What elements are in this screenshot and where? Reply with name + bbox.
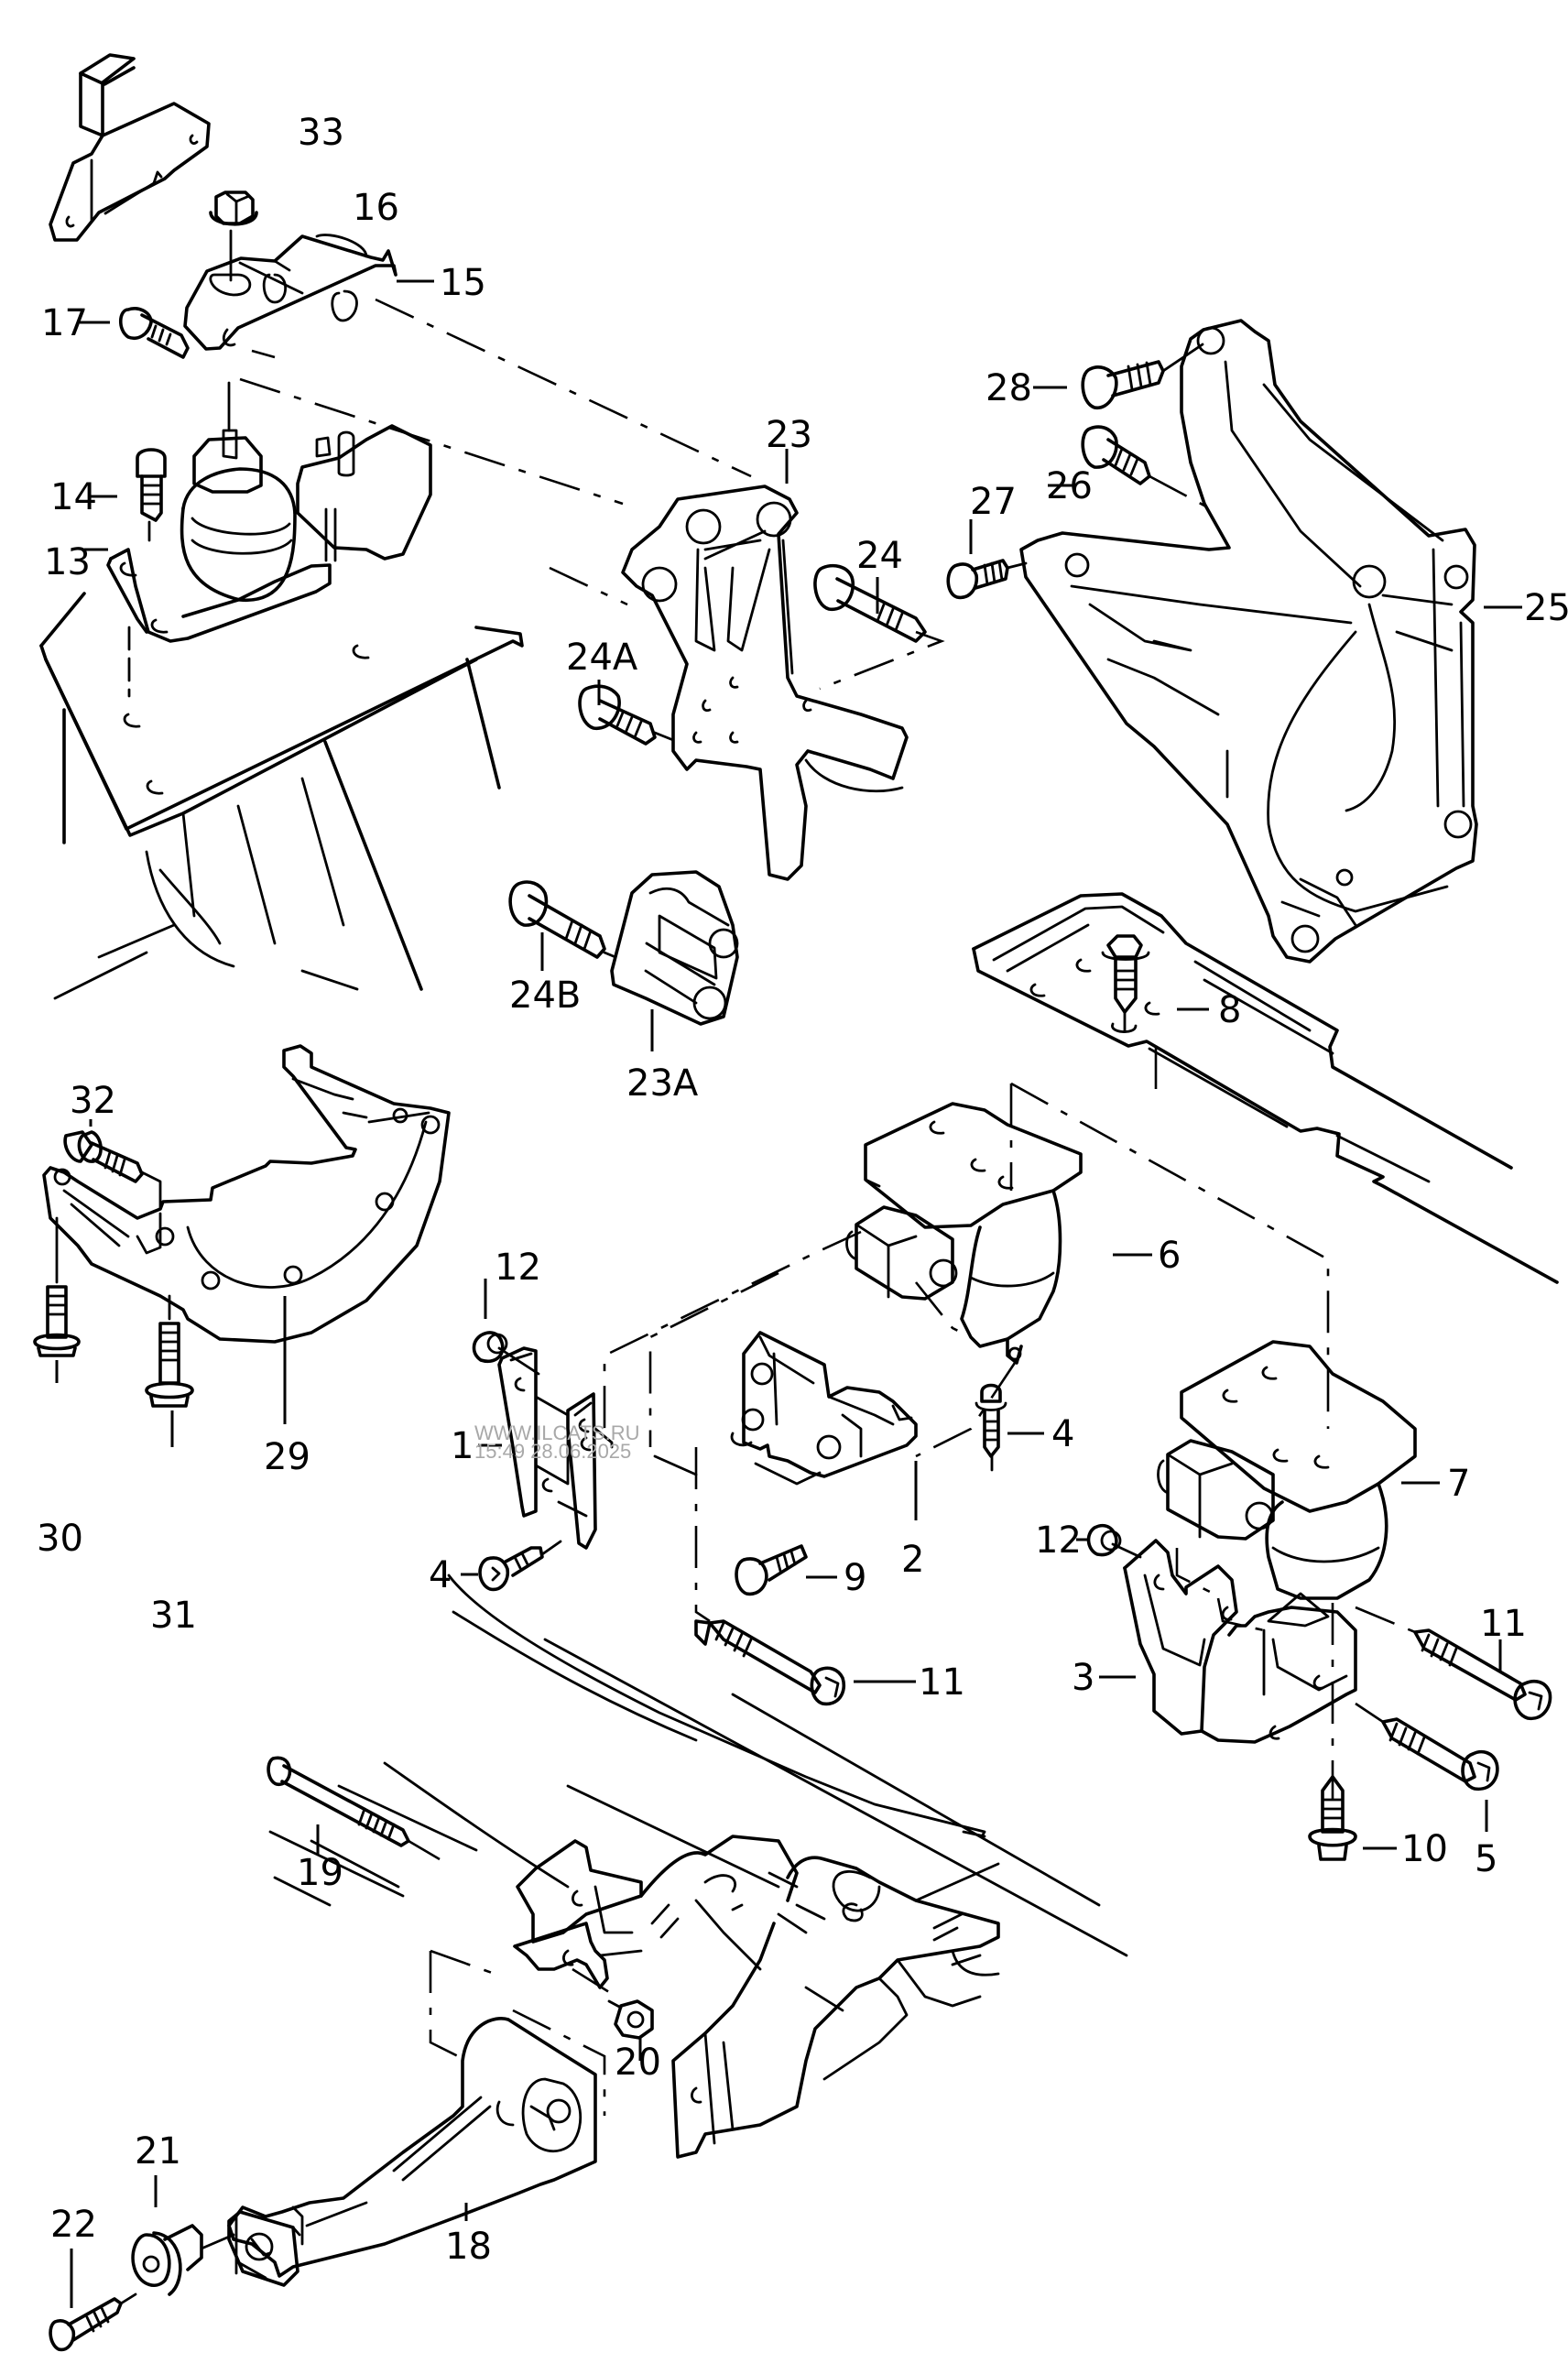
callout-21[interactable]: 21 bbox=[135, 2130, 181, 2173]
callout-1[interactable]: 1 bbox=[451, 1425, 474, 1467]
part-29-arc-bracket[interactable] bbox=[42, 1044, 451, 1424]
callout-24A[interactable]: 24A bbox=[566, 637, 638, 679]
callout-23[interactable]: 23 bbox=[766, 414, 812, 456]
callout-20[interactable]: 20 bbox=[615, 2042, 661, 2084]
watermark: WWW.ILCATS.RU 15:49 28.06.2025 bbox=[474, 1421, 639, 1463]
callout-8[interactable]: 8 bbox=[1218, 989, 1241, 1031]
part-11-bolt-center[interactable] bbox=[694, 1619, 916, 1706]
part-24B-bolt[interactable] bbox=[508, 880, 617, 971]
assembly-lines-lower bbox=[429, 1949, 610, 2116]
callout-9[interactable]: 9 bbox=[844, 1557, 866, 1599]
callout-30[interactable]: 30 bbox=[37, 1518, 83, 1560]
callout-22[interactable]: 22 bbox=[50, 2204, 97, 2246]
part-32-bolt[interactable] bbox=[63, 1119, 162, 1211]
part-18-torque-support[interactable] bbox=[227, 1839, 643, 2287]
part-6-gearbox-mount[interactable] bbox=[845, 1102, 1152, 1365]
part-26-bolt[interactable] bbox=[1048, 425, 1219, 515]
callout-2[interactable]: 2 bbox=[901, 1539, 924, 1581]
callout-12-right[interactable]: 12 bbox=[1035, 1519, 1082, 1562]
part-27-bolt[interactable] bbox=[946, 519, 1028, 600]
assembly-lines-top bbox=[239, 298, 752, 606]
part-11-bolt-right[interactable] bbox=[1355, 1606, 1552, 1721]
watermark-timestamp: 15:49 28.06.2025 bbox=[474, 1440, 631, 1463]
part-15-engine-bracket[interactable] bbox=[183, 234, 434, 351]
callout-32[interactable]: 32 bbox=[70, 1080, 116, 1122]
callout-7[interactable]: 7 bbox=[1447, 1463, 1470, 1505]
callout-16[interactable]: 16 bbox=[353, 187, 399, 229]
engine-block-outline bbox=[53, 777, 359, 1000]
part-13-engine-mount[interactable] bbox=[39, 381, 524, 991]
callout-labels: 33 16 15 17 14 13 23 24 24A 24B 23A 28 2… bbox=[37, 112, 1568, 2268]
callout-15[interactable]: 15 bbox=[440, 262, 486, 304]
callout-29[interactable]: 29 bbox=[264, 1436, 310, 1478]
part-33-relay-bracket[interactable] bbox=[49, 53, 211, 242]
part-21-washer[interactable] bbox=[131, 2175, 235, 2296]
callout-23A[interactable]: 23A bbox=[626, 1062, 699, 1105]
callout-3[interactable]: 3 bbox=[1072, 1657, 1094, 1699]
watermark-site: WWW.ILCATS.RU bbox=[474, 1421, 639, 1444]
part-12-nut-left[interactable] bbox=[472, 1279, 540, 1376]
part-14-bolt[interactable] bbox=[90, 448, 167, 542]
part-23-support-bracket[interactable] bbox=[621, 449, 909, 881]
callout-11-center[interactable]: 11 bbox=[919, 1661, 965, 1704]
part-4-screw-left[interactable] bbox=[461, 1540, 562, 1592]
part-16-nut[interactable] bbox=[209, 191, 258, 282]
callout-17[interactable]: 17 bbox=[41, 302, 88, 344]
part-30-bolt[interactable] bbox=[33, 1216, 81, 1383]
part-10-bolt[interactable] bbox=[1308, 1775, 1397, 1861]
part-9-bolt[interactable] bbox=[735, 1544, 837, 1596]
part-24A-bolt[interactable] bbox=[578, 680, 675, 746]
callout-4-right[interactable]: 4 bbox=[1051, 1413, 1074, 1455]
part-20-nut[interactable] bbox=[607, 1999, 654, 2061]
part-2-bracket[interactable] bbox=[653, 1331, 918, 1520]
callout-13[interactable]: 13 bbox=[44, 541, 91, 583]
callout-33[interactable]: 33 bbox=[298, 112, 344, 154]
callout-28[interactable]: 28 bbox=[985, 367, 1032, 409]
part-1-bracket[interactable] bbox=[478, 1346, 614, 1550]
part-3-bracket[interactable] bbox=[1099, 1539, 1357, 1744]
part-7-gearbox-mount[interactable] bbox=[1157, 1340, 1440, 1600]
part-12-nut-right[interactable] bbox=[1076, 1523, 1142, 1559]
subframe-outline bbox=[268, 1574, 1128, 1957]
callout-14[interactable]: 14 bbox=[50, 476, 97, 518]
part-5-bolt[interactable] bbox=[1355, 1702, 1499, 1832]
callout-19[interactable]: 19 bbox=[297, 1852, 343, 1894]
subframe-crossmember bbox=[639, 1835, 1000, 2159]
part-24-bolt[interactable] bbox=[813, 563, 945, 691]
callout-25[interactable]: 25 bbox=[1524, 587, 1568, 629]
callout-6[interactable]: 6 bbox=[1158, 1235, 1181, 1277]
callout-24B[interactable]: 24B bbox=[509, 975, 581, 1017]
part-22-bolt[interactable] bbox=[49, 2249, 137, 2352]
part-17-bolt[interactable] bbox=[80, 307, 190, 359]
part-28-bolt[interactable] bbox=[1033, 343, 1204, 409]
callout-11-right[interactable]: 11 bbox=[1480, 1603, 1527, 1645]
assembly-lines-middle bbox=[603, 1047, 1334, 1800]
callout-18[interactable]: 18 bbox=[445, 2226, 492, 2268]
callout-5[interactable]: 5 bbox=[1475, 1838, 1497, 1880]
callout-31[interactable]: 31 bbox=[150, 1595, 197, 1637]
callout-24[interactable]: 24 bbox=[856, 535, 903, 577]
part-8-rail-and-bolt[interactable] bbox=[972, 892, 1559, 1284]
callout-12-left[interactable]: 12 bbox=[495, 1247, 541, 1289]
part-25-engine-support[interactable] bbox=[1019, 319, 1522, 964]
callout-27[interactable]: 27 bbox=[970, 481, 1017, 523]
part-19-bolt[interactable] bbox=[267, 1756, 441, 1861]
part-4-screw-right[interactable] bbox=[975, 1383, 1044, 1472]
callout-26[interactable]: 26 bbox=[1046, 465, 1093, 507]
callout-10[interactable]: 10 bbox=[1401, 1828, 1448, 1870]
part-31-bolt[interactable] bbox=[145, 1294, 194, 1447]
callout-4-left[interactable]: 4 bbox=[429, 1554, 452, 1596]
part-23A-bushing[interactable] bbox=[610, 870, 739, 1051]
